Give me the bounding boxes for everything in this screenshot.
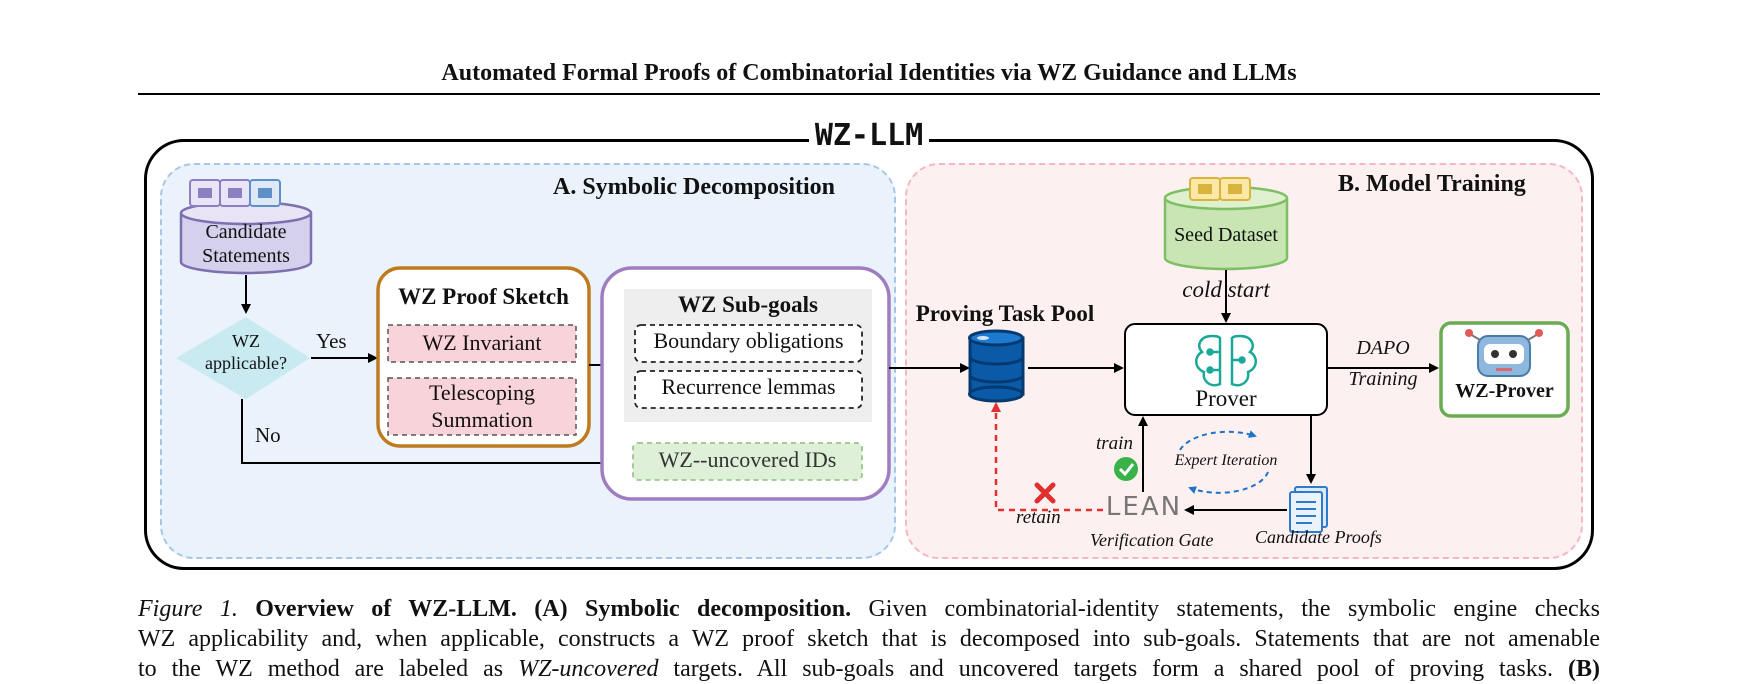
retain-arrow xyxy=(991,402,1103,512)
robot-icon xyxy=(1465,329,1543,377)
prover-box xyxy=(1124,323,1328,416)
figure-caption: Figure 1. Overview of WZ-LLM. (A) Symbol… xyxy=(138,594,1600,684)
decision-line2: applicable? xyxy=(205,353,287,373)
cold-start-label: cold start xyxy=(1182,277,1270,302)
caption-figure-label: Figure 1. xyxy=(138,596,238,622)
seed-books-icon xyxy=(1189,177,1251,201)
document-icon xyxy=(1289,486,1328,533)
decision-diamond xyxy=(176,317,310,399)
title-divider xyxy=(138,93,1600,95)
boundary-obligations-box xyxy=(634,324,863,363)
wz-prover-label: WZ-Prover xyxy=(1455,380,1554,402)
caption-line3-em: WZ-uncovered xyxy=(518,656,659,682)
expert-iteration-cycle xyxy=(1179,430,1269,494)
panel-b-title: B. Model Training xyxy=(1338,171,1526,197)
books-icon xyxy=(189,179,281,207)
decision-line1: WZ xyxy=(232,331,260,351)
caption-line2: WZ applicability and, when applicable, c… xyxy=(138,626,1600,652)
caption-line3-bold: (B) xyxy=(1568,656,1601,682)
seed-dataset-label: Seed Dataset xyxy=(1174,224,1278,246)
candidate-statements-line1: Candidate xyxy=(205,221,287,243)
prover-label: Prover xyxy=(1195,386,1257,411)
proof-sketch-title: WZ Proof Sketch xyxy=(398,284,569,309)
yes-label: Yes xyxy=(316,329,347,353)
telescoping-line2: Summation xyxy=(431,407,533,432)
boundary-obligations-label: Boundary obligations xyxy=(653,328,844,353)
reject-x-icon xyxy=(1034,482,1056,504)
train-label: train xyxy=(1096,433,1133,454)
task-pool-title: Proving Task Pool xyxy=(915,301,1095,326)
candidate-proofs-label: Candidate Proofs xyxy=(1255,527,1382,547)
wz-invariant-box xyxy=(387,324,577,363)
telescoping-line1: Telescoping xyxy=(429,380,535,405)
no-label: No xyxy=(255,423,281,447)
lean-logo: LEAN xyxy=(1105,492,1183,522)
uncovered-ids-box xyxy=(632,442,863,481)
uncovered-ids-label: WZ--uncovered IDs xyxy=(658,447,837,472)
brain-circuit-icon xyxy=(1195,334,1257,387)
check-icon xyxy=(1114,457,1138,481)
caption-line1-rest: Given combinatorial-identity statements,… xyxy=(851,596,1601,622)
caption-line3-b: targets. All sub-goals and uncovered tar… xyxy=(658,656,1554,682)
candidate-statements-line2: Statements xyxy=(202,245,290,267)
dapo-label: DAPO xyxy=(1356,337,1410,359)
caption-bold-heading: Overview of WZ-LLM. (A) Symbolic decompo… xyxy=(255,596,852,622)
task-pool-database-icon xyxy=(968,329,1025,403)
wz-invariant-label: WZ Invariant xyxy=(422,330,542,355)
subgoals-title: WZ Sub-goals xyxy=(678,292,818,317)
training-label: Training xyxy=(1348,368,1418,390)
caption-line3-a: to the WZ method are labeled as xyxy=(138,656,519,682)
page-title: Automated Formal Proofs of Combinatorial… xyxy=(441,60,1297,86)
expert-iteration-label: Expert Iteration xyxy=(1174,452,1278,469)
telescoping-box xyxy=(387,377,577,436)
panel-a-title: A. Symbolic Decomposition xyxy=(553,174,835,200)
retain-label: retain xyxy=(1016,507,1061,528)
verification-gate-label: Verification Gate xyxy=(1090,530,1214,550)
recurrence-lemmas-box xyxy=(634,370,863,409)
recurrence-lemmas-label: Recurrence lemmas xyxy=(661,374,836,399)
